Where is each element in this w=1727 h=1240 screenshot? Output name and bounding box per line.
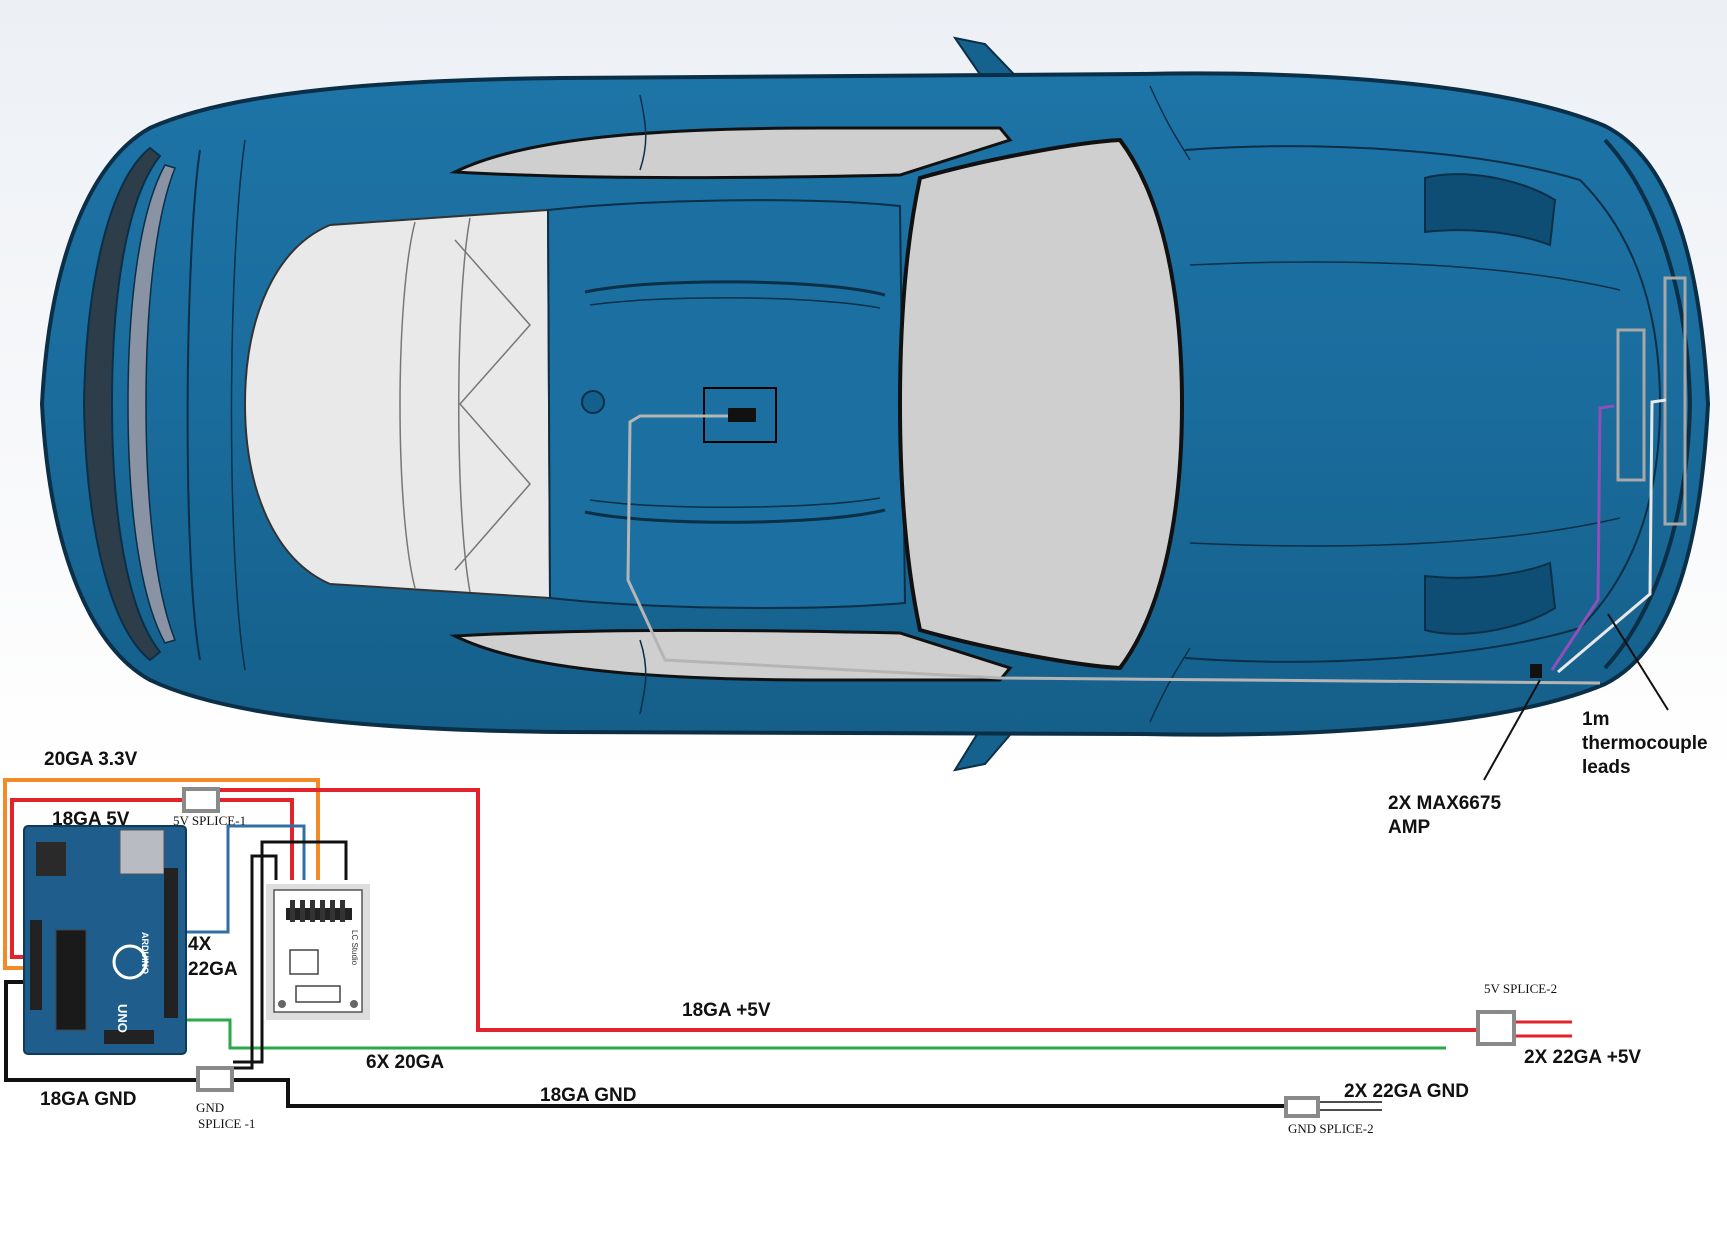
module-brand-text: LC Studio [350, 930, 359, 966]
leader-amp [1483, 679, 1541, 781]
splice-5v-2 [1476, 1010, 1516, 1046]
label-wire-18ga-5v: 18GA +5V [682, 1000, 771, 1021]
radiator-rect-1 [1616, 328, 1646, 482]
wire-black-gnd-left [4, 980, 198, 1082]
hood-vent-bottom [1424, 561, 1557, 635]
label-wire-4x22-2: 22GA [188, 959, 238, 980]
roof-rail-bottom [584, 508, 886, 524]
svg-text:1m thermocouple leads: 1m thermocouple leads [1582, 709, 1713, 778]
trunk-line-2 [230, 139, 246, 671]
svg-text:GND SPLICE -1: GND SPLICE -1 [196, 1100, 255, 1131]
background-lower [0, 780, 1727, 1240]
label-splice-gnd-2: GND SPLICE-2 [1288, 1121, 1374, 1136]
leader-thermocouple [1607, 613, 1669, 711]
hood-crease-bottom [1189, 517, 1621, 547]
wire-green-6x20 [186, 1018, 1446, 1050]
svg-text:2X MAX6675 AMP: 2X MAX6675 AMP [1388, 793, 1506, 838]
label-thermocouple-3: leads [1582, 757, 1631, 778]
label-wire-2x22-gnd: 2X 22GA GND [1344, 1081, 1469, 1102]
arduino-uno-board: UNO ARDUINO [23, 825, 187, 1055]
door-seam-top [639, 94, 647, 171]
hood-crease-top [1189, 261, 1621, 291]
label-wire-gnd-mid: 18GA GND [540, 1085, 636, 1106]
splice-gnd-1 [196, 1066, 234, 1092]
rear-bumper [82, 146, 162, 662]
label-wire-gnd-left: 18GA GND [40, 1089, 136, 1110]
max6675-module: LC Studio [266, 884, 370, 1020]
splice-5v-1 [182, 787, 220, 813]
arduino-model-text: UNO [115, 1004, 130, 1033]
label-wire-6x20: 6X 20GA [366, 1052, 444, 1073]
roof-rail-top [584, 280, 886, 297]
roof-antenna [581, 390, 605, 414]
windshield [897, 137, 1185, 671]
label-splice-gnd-1-a: GND [196, 1100, 224, 1115]
fender-seam [1149, 85, 1191, 723]
label-thermocouple-2: thermocouple [1582, 733, 1708, 754]
wire-black-gnd-main [233, 1078, 1286, 1108]
rear-glass-seat-lines [399, 217, 532, 593]
rear-glass [243, 208, 552, 600]
label-splice-5v-2: 5V SPLICE-2 [1484, 981, 1557, 996]
wiring-harness: UNO ARDUINO LC Studio [3, 778, 1572, 1118]
trunk-line [186, 149, 201, 661]
label-wire-3v3: 20GA 3.3V [44, 749, 138, 770]
side-window-top [449, 126, 1013, 180]
wire-blue-4x22 [186, 824, 306, 934]
amp-module [1530, 664, 1542, 678]
wire-orange-3v3 [3, 778, 320, 970]
thermocouple-lead-purple [1550, 404, 1615, 671]
thermocouple-lead-white [1557, 398, 1667, 674]
label-amp-2: AMP [1388, 817, 1431, 838]
hood-outline [1184, 145, 1662, 663]
svg-text:4X 22GA: 4X 22GA [188, 934, 238, 980]
roof-module [728, 408, 756, 422]
label-splice-5v-1: 5V SPLICE-1 [173, 813, 246, 828]
splice-gnd-2 [1284, 1096, 1320, 1118]
door-seam-bottom [639, 639, 647, 715]
label-wire-5v-main: 18GA 5V [52, 809, 130, 830]
side-window-bottom [449, 628, 1013, 682]
label-wire-2x22-5v: 2X 22GA +5V [1524, 1047, 1641, 1068]
front-bumper [1603, 138, 1693, 670]
wire-red-5v-loop [10, 798, 196, 959]
arduino-brand-text: ARDUINO [140, 932, 150, 974]
label-splice-gnd-1-b: SPLICE -1 [198, 1116, 255, 1131]
rear-window-band [127, 164, 177, 644]
wire-black-module-1 [233, 854, 278, 1070]
harness-grey [626, 414, 1601, 685]
label-thermocouple-1: 1m [1582, 709, 1609, 730]
hood-vent-top [1424, 173, 1557, 247]
wire-red-18ga [218, 788, 1478, 1032]
wire-red-to-module [218, 798, 294, 880]
label-wire-4x22-1: 4X [188, 934, 212, 955]
roof-rail-top-2 [589, 297, 881, 309]
car-top-view [39, 36, 1711, 781]
roof-rail-bottom-2 [589, 497, 881, 508]
label-amp-1: 2X MAX6675 [1388, 793, 1501, 814]
wire-black-module-2 [233, 840, 348, 1064]
